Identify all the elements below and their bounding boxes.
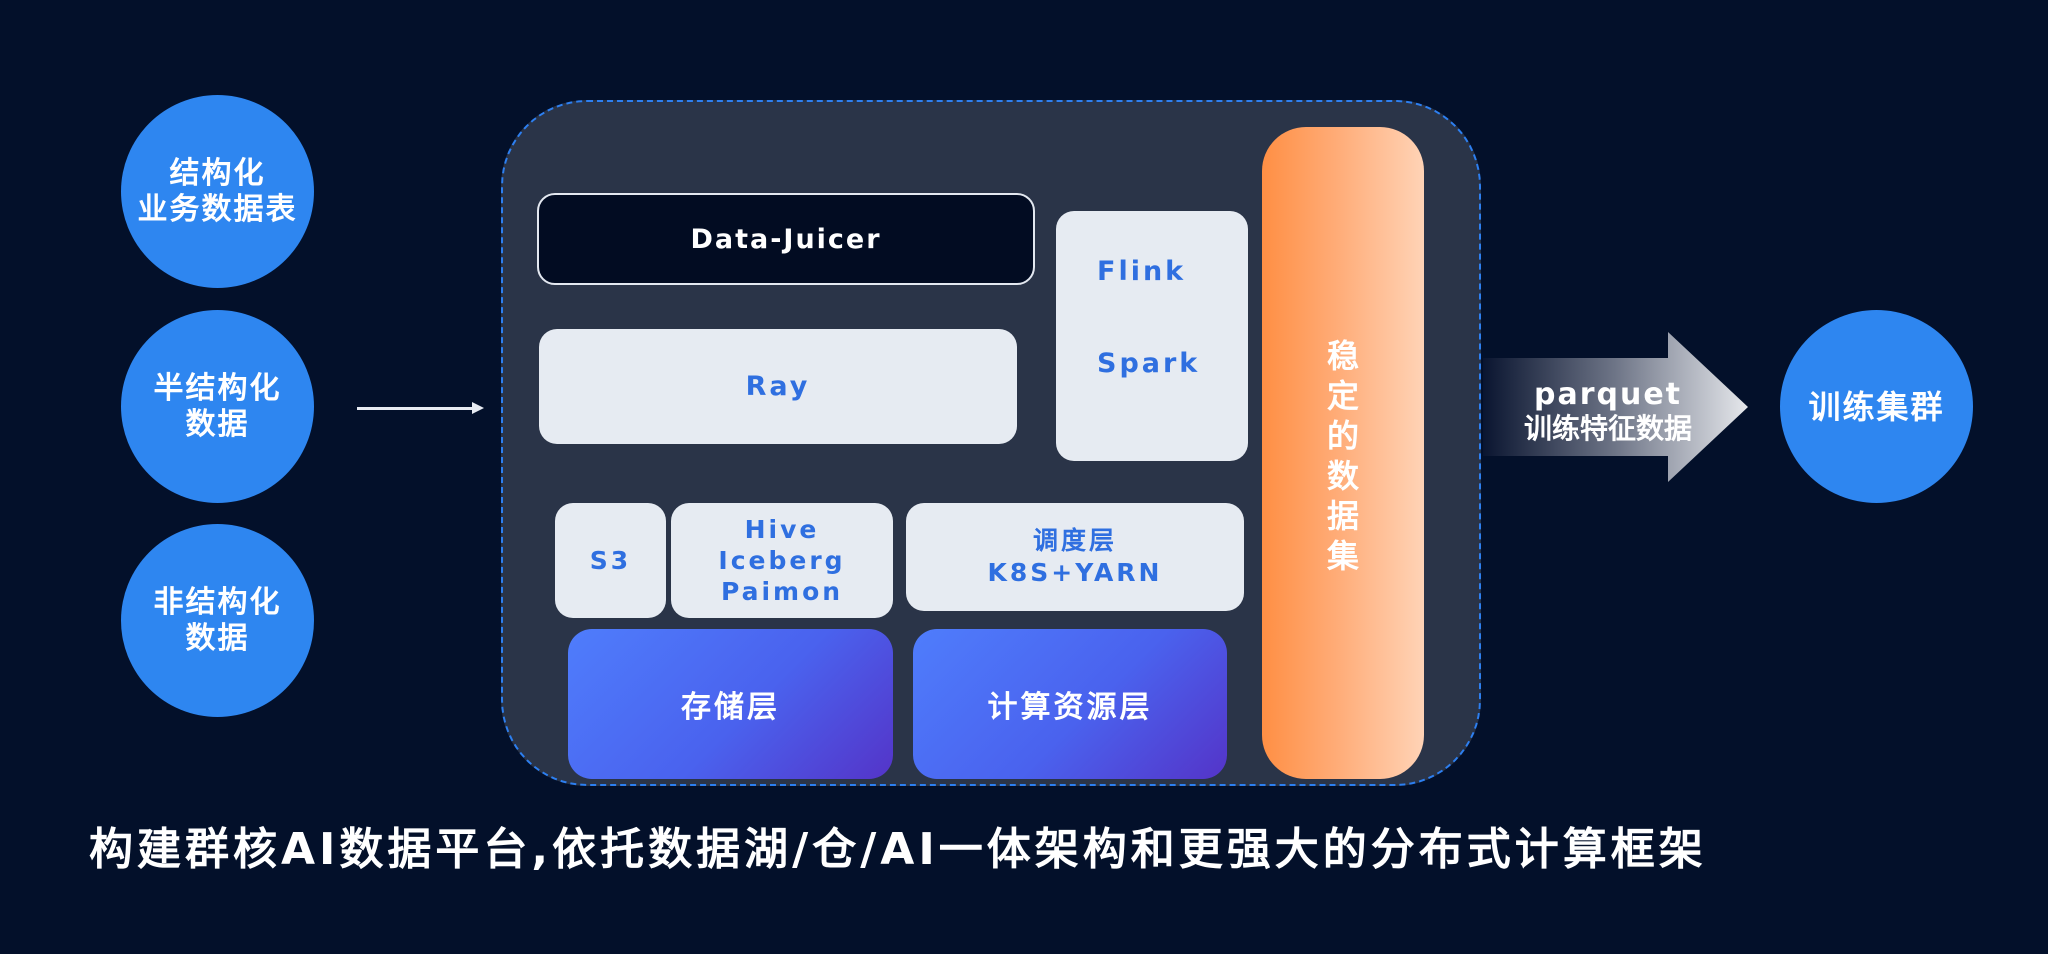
scheduler-detail: K8S+YARN <box>987 558 1163 587</box>
table-format-box: Hive Iceberg Paimon <box>671 503 893 618</box>
source-structured-line1: 结构化 <box>169 155 266 191</box>
storage-layer-label: 存储层 <box>681 690 780 725</box>
stable-dataset-char: 据 <box>1326 497 1359 535</box>
training-cluster-label: 训练集群 <box>1808 387 1945 426</box>
output-arrow: parquet 训练特征数据 <box>1483 332 1748 482</box>
source-structured-line2: 业务数据表 <box>137 191 298 227</box>
output-arrow-icon <box>1483 332 1748 482</box>
compute-layer-label: 计算资源层 <box>987 690 1153 725</box>
flink-spark-box: Flink Spark <box>1056 211 1248 461</box>
stable-dataset-column: 稳 定 的 数 据 集 <box>1262 127 1424 779</box>
training-cluster-circle: 训练集群 <box>1780 310 1973 503</box>
source-semistructured-line2: 数据 <box>185 406 250 442</box>
storage-layer-box: 存储层 <box>568 629 893 779</box>
data-juicer-label: Data-Juicer <box>690 223 882 255</box>
scheduler-box: 调度层 K8S+YARN <box>906 503 1244 611</box>
s3-box: S3 <box>555 503 666 618</box>
hive-label: Hive <box>744 515 820 544</box>
source-semistructured-line1: 半结构化 <box>153 370 282 406</box>
caption-text: 构建群核AI数据平台,依托数据湖/仓/AI一体架构和更强大的分布式计算框架 <box>89 824 1707 875</box>
flink-label: Flink <box>1097 256 1187 287</box>
stable-dataset-char: 的 <box>1326 417 1359 455</box>
compute-layer-box: 计算资源层 <box>913 629 1227 779</box>
input-arrow-head-icon <box>472 402 484 414</box>
source-unstructured-line2: 数据 <box>185 620 250 656</box>
paimon-label: Paimon <box>720 577 844 606</box>
stable-dataset-char: 集 <box>1326 537 1359 575</box>
s3-label: S3 <box>589 546 632 575</box>
source-structured-circle: 结构化 业务数据表 <box>121 95 314 288</box>
spark-label: Spark <box>1097 348 1201 379</box>
source-unstructured-line1: 非结构化 <box>153 584 282 620</box>
iceberg-label: Iceberg <box>718 546 846 575</box>
source-semistructured-circle: 半结构化 数据 <box>121 310 314 503</box>
source-unstructured-circle: 非结构化 数据 <box>121 524 314 717</box>
ray-box: Ray <box>539 329 1017 444</box>
stable-dataset-char: 稳 <box>1326 337 1359 375</box>
output-feature-label: 训练特征数据 <box>1523 412 1692 445</box>
data-juicer-box: Data-Juicer <box>537 193 1035 285</box>
stable-dataset-char: 定 <box>1326 377 1359 415</box>
output-format-label: parquet <box>1533 377 1683 412</box>
input-arrow-line <box>357 407 475 410</box>
scheduler-title: 调度层 <box>1032 526 1117 555</box>
stable-dataset-char: 数 <box>1326 457 1359 495</box>
ray-label: Ray <box>745 371 811 402</box>
